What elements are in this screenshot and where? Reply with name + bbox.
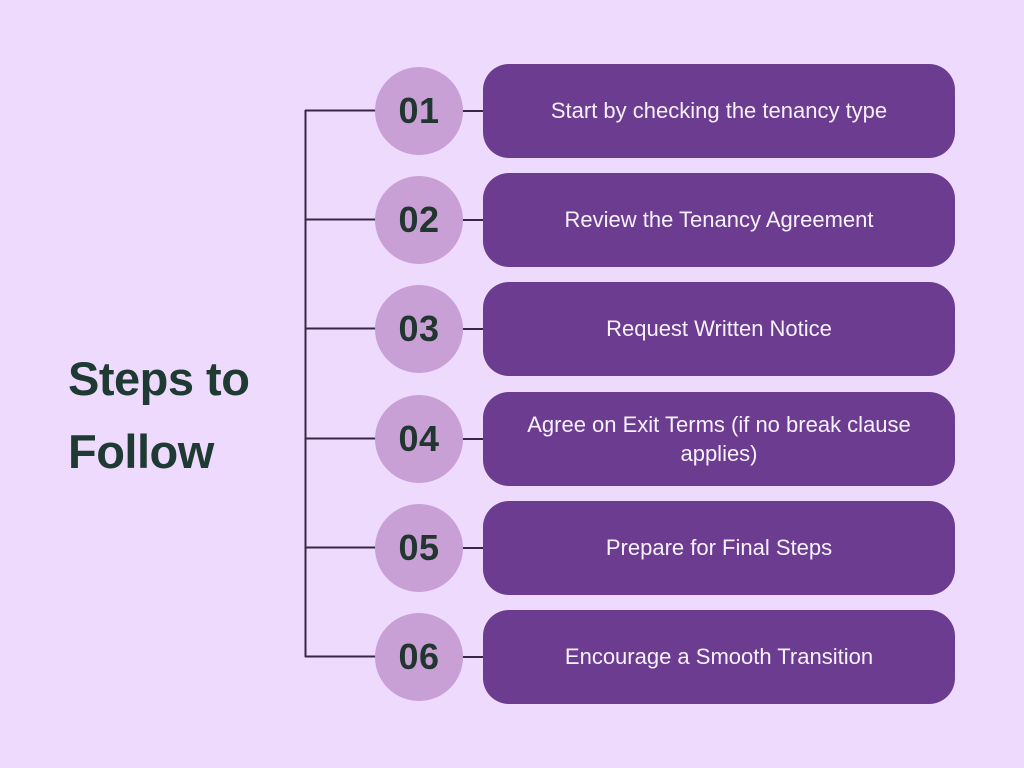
page-title-line-2: Follow [68, 424, 214, 478]
step-connector-stub-04 [462, 438, 484, 440]
step-number-text-04: 04 [398, 418, 440, 459]
step-number-text-02: 02 [398, 199, 440, 240]
step-number-text-03: 03 [398, 308, 440, 349]
step-card-02[interactable]: Review the Tenancy Agreement [483, 173, 955, 267]
step-label-04: Agree on Exit Terms (if no break clause … [527, 411, 911, 466]
page-title: Steps to Follow [68, 343, 308, 489]
step-connector-stub-02 [462, 219, 484, 221]
step-row-03[interactable]: 03 Request Written Notice [375, 282, 955, 376]
step-card-01[interactable]: Start by checking the tenancy type [483, 64, 955, 158]
step-card-04[interactable]: Agree on Exit Terms (if no break clause … [483, 392, 955, 486]
step-connector-stub-06 [462, 656, 484, 658]
step-label-01: Start by checking the tenancy type [550, 98, 888, 124]
step-label-06: Encourage a Smooth Transition [564, 644, 874, 670]
step-row-06[interactable]: 06 Encourage a Smooth Transition [375, 610, 955, 704]
step-number-badge-06: 06 [375, 613, 463, 701]
step-label-02: Review the Tenancy Agreement [564, 207, 874, 233]
step-connector-stub-03 [462, 328, 484, 330]
step-number-text-05: 05 [398, 527, 440, 568]
step-row-04[interactable]: 04 Agree on Exit Terms (if no break clau… [375, 392, 955, 486]
step-number-badge-03: 03 [375, 285, 463, 373]
step-row-01[interactable]: 01 Start by checking the tenancy type [375, 64, 955, 158]
step-number-text-01: 01 [398, 90, 440, 131]
step-card-06[interactable]: Encourage a Smooth Transition [483, 610, 955, 704]
step-row-02[interactable]: 02 Review the Tenancy Agreement [375, 173, 955, 267]
step-number-badge-02: 02 [375, 176, 463, 264]
step-number-badge-05: 05 [375, 504, 463, 592]
step-label-05: Prepare for Final Steps [605, 535, 833, 561]
step-connector-stub-01 [462, 110, 484, 112]
step-card-03[interactable]: Request Written Notice [483, 282, 955, 376]
step-card-05[interactable]: Prepare for Final Steps [483, 501, 955, 595]
page-title-line-1: Steps to [68, 352, 250, 405]
step-label-03: Request Written Notice [606, 316, 832, 342]
step-number-text-06: 06 [398, 636, 440, 677]
step-connector-stub-05 [462, 547, 484, 549]
step-number-badge-04: 04 [375, 395, 463, 483]
step-number-badge-01: 01 [375, 67, 463, 155]
step-row-05[interactable]: 05 Prepare for Final Steps [375, 501, 955, 595]
